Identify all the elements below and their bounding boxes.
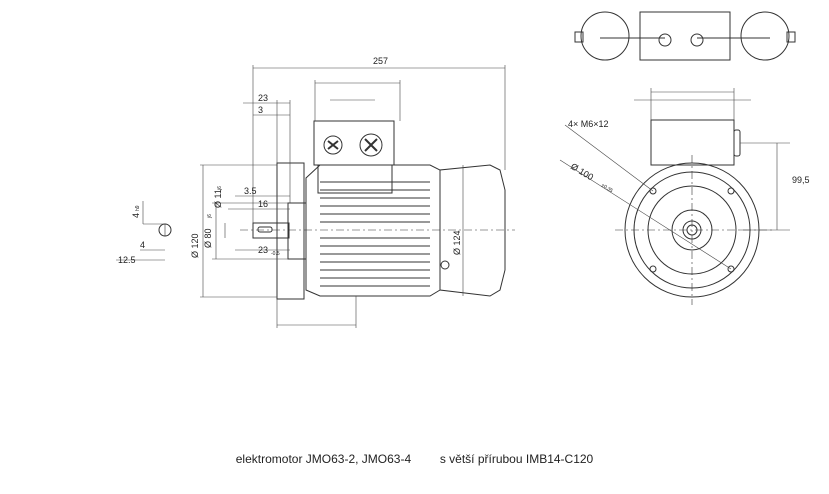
caption-motor: elektromotor JMO63-2, JMO63-4 [235,452,412,466]
cable-gland-icon [740,11,790,61]
dim-key-h: 4 [131,213,141,218]
side-dimension-lines [116,65,506,328]
dim-23-top: 23 [258,93,268,103]
front-view [615,119,775,305]
dim-key-w: 4 [140,240,145,250]
terminal-box-base [317,164,393,194]
dim-dia120: Ø 120 [190,233,200,258]
dim-pcd: Ø 100 [569,161,595,182]
dim-dia80-tol: j6 [207,214,213,219]
caption-flange: s větší přírubou IMB14-C120 [439,452,594,466]
dim-dia11: Ø 11 [213,189,223,208]
cable-gland-icon [323,135,343,155]
front-terminal-box [650,119,735,166]
flange-plate [276,162,305,300]
shaft [252,222,290,239]
cable-gland-icon [580,11,630,61]
dim-dia124: Ø 124 [452,230,462,255]
dim-3: 3 [258,105,263,115]
bolt-hole-icon [649,187,657,195]
motor-body [305,164,441,297]
dim-23-low-sub: -0.5 [271,251,280,257]
dim-overall-length: 257 [373,56,388,66]
bolt-hole-icon [727,187,735,195]
dim-23-low: 23 [258,245,268,255]
side-view [158,120,515,300]
dim-3-5: 3.5 [244,186,257,196]
cable-gland-icon [359,133,383,157]
dim-16: 16 [258,199,268,209]
dim-bolts: 4× M6×12 [568,119,609,129]
shaft-key [257,226,273,233]
dim-shaft-12-5: 12.5 [118,255,136,265]
front-dimension-lines [559,88,790,270]
dim-key-h-tol: h9 [135,205,141,211]
caption: elektromotor JMO63-2, JMO63-4 s větší př… [0,452,829,466]
bolt-hole-icon [649,265,657,273]
fan-cover [439,164,506,297]
dim-dia11-tol: j6 [217,186,223,191]
flange-hub [287,202,307,260]
dim-pcd-tol: ±0.35 [600,183,614,195]
dim-height-99-5: 99,5 [792,175,810,185]
top-terminal-box [639,11,731,61]
drain-plug-icon [440,260,450,270]
dim-dia80: Ø 80 [203,228,213,248]
bolt-hole-icon [727,265,735,273]
top-view [574,11,796,61]
cooling-fins [320,181,430,287]
